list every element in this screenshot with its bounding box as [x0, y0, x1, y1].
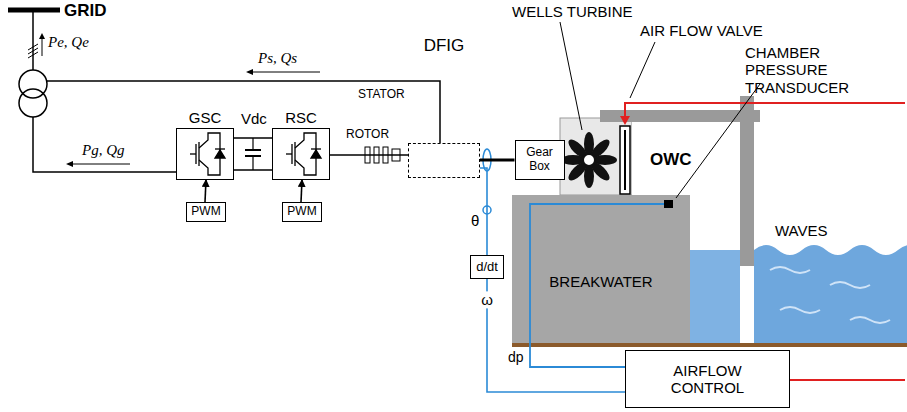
gearbox-box: Gear Box: [515, 140, 565, 180]
part-label: WELLS TURBINE: [512, 3, 633, 20]
breakwater-block: [512, 195, 690, 345]
leader-line: [560, 22, 582, 130]
turbine-duct: [560, 118, 632, 195]
grid-bus: [8, 8, 60, 13]
chamber-front-wall: [740, 96, 754, 266]
signal-label: ω: [479, 291, 495, 308]
converter-box: GSC: [176, 128, 234, 180]
seabed: [512, 343, 907, 347]
leader-line: [676, 84, 760, 198]
part-label: WAVES: [775, 222, 828, 239]
node-text: PWM: [287, 205, 316, 219]
valve-command-wire: [625, 103, 905, 118]
part-label: OWC: [650, 150, 692, 170]
igbt-symbol: [286, 133, 321, 175]
grid-label: GRID: [64, 1, 107, 21]
connector: [480, 168, 487, 255]
connector: [487, 279, 625, 392]
node-text: DFIG: [369, 36, 519, 56]
chamber-water: [690, 250, 740, 345]
signal-label: dp: [508, 349, 524, 365]
node-text: BREAKWATER: [512, 273, 690, 290]
connector: [480, 159, 515, 162]
sea-waves: [754, 245, 907, 345]
node-text: d/dt: [476, 260, 498, 275]
pwm-box: PWM: [186, 202, 226, 222]
wire-label: STATOR: [358, 88, 405, 102]
grid-side-wire: [33, 117, 176, 172]
node-text: AIRFLOW CONTROL: [648, 362, 768, 397]
transformer-winding: [19, 89, 47, 117]
control-box: AIRFLOW CONTROL: [625, 350, 790, 408]
connector: [301, 180, 302, 202]
node-text: PWM: [191, 205, 220, 219]
breakwater-label-area: BREAKWATER: [512, 195, 690, 345]
part-label: AIR FLOW VALVE: [640, 22, 763, 39]
derivative-box: d/dt: [470, 255, 504, 279]
power-label: Pg, Qg: [82, 142, 125, 159]
connector: [234, 137, 272, 139]
valve-command-wire: [790, 379, 905, 381]
igbt-symbol: [190, 133, 225, 175]
connector: [205, 180, 206, 202]
pressure-transducer: [664, 200, 673, 208]
stator-wire: [46, 81, 440, 143]
air-flow-valve: [620, 126, 630, 194]
node-text: Gear Box: [520, 146, 560, 174]
leader-line: [630, 42, 655, 98]
three-phase-ticks: [28, 44, 38, 58]
wire-label: ROTOR: [346, 128, 389, 142]
power-label: Ps, Qs: [258, 50, 297, 67]
signal-label: θ: [471, 212, 479, 229]
part-label: CHAMBER PRESSURE TRANSDUCER: [745, 44, 905, 96]
wells-turbine-rotor: [561, 132, 617, 188]
dc-link-label: Vdc: [241, 110, 267, 127]
connector: [330, 154, 408, 156]
converter-box: RSC: [272, 128, 330, 180]
pwm-box: PWM: [282, 202, 322, 222]
generator-box: DFIG: [408, 143, 480, 178]
power-label: Pe, Qe: [48, 34, 89, 51]
